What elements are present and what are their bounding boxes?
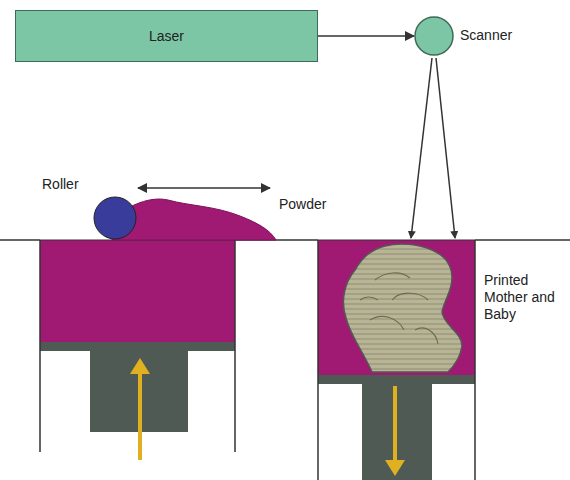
connector-arrow bbox=[318, 35, 414, 37]
scanner-circle: Scanner bbox=[414, 16, 454, 56]
laser-box: Laser bbox=[15, 10, 318, 62]
platform-surface bbox=[0, 240, 570, 241]
feed-chamber bbox=[40, 240, 235, 460]
laser-ray bbox=[436, 58, 455, 238]
node-label: Scanner bbox=[460, 27, 512, 44]
part-label: Powder bbox=[279, 196, 349, 213]
node-label: Laser bbox=[149, 28, 184, 45]
travel-arrow bbox=[138, 187, 270, 189]
circle-outline bbox=[414, 16, 454, 56]
part-label: Printed Mother and Baby bbox=[484, 272, 564, 322]
roller bbox=[94, 197, 136, 239]
laser-ray bbox=[411, 58, 432, 238]
build-chamber bbox=[318, 240, 475, 480]
object-detail bbox=[360, 273, 438, 344]
part-label: Roller bbox=[42, 176, 102, 193]
powder-heap bbox=[112, 199, 276, 240]
printed-object bbox=[343, 244, 462, 372]
